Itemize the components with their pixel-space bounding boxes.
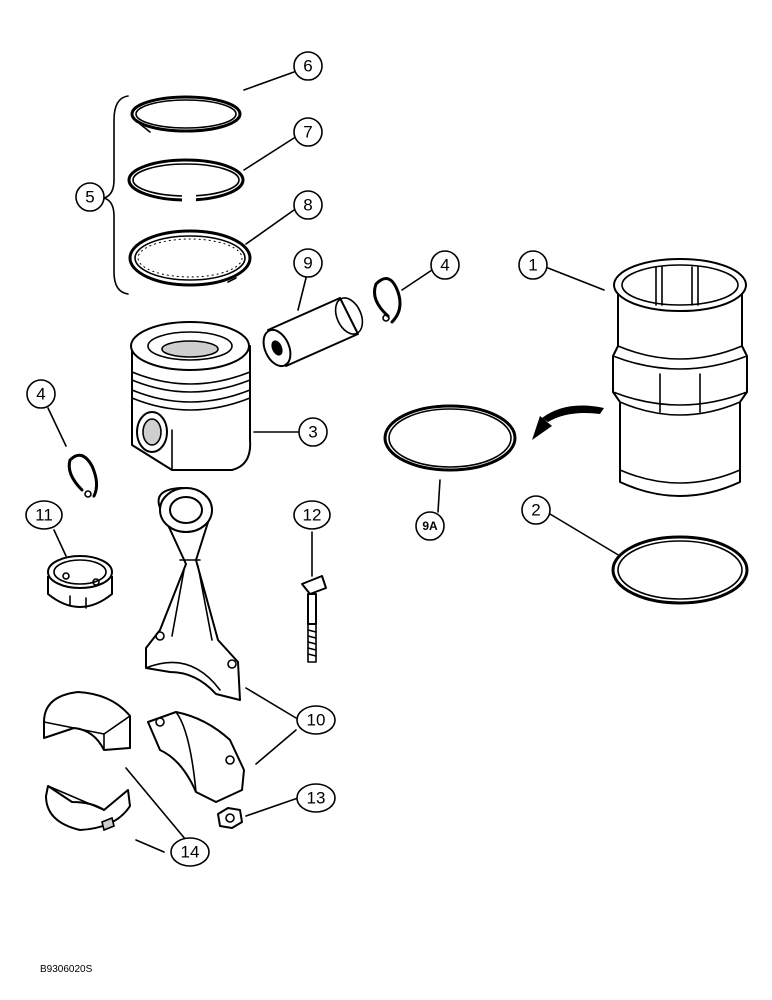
callout-7-label: 7	[303, 123, 312, 142]
callout-12: 12	[293, 500, 331, 530]
callout-14: 14	[170, 837, 210, 867]
bushing	[47, 555, 113, 609]
cylinder-liner	[612, 258, 748, 497]
snap-ring-lower	[67, 453, 99, 498]
piston	[130, 321, 252, 471]
leader-lines	[47, 71, 621, 853]
callout-9: 9	[293, 248, 323, 278]
snap-ring-upper	[373, 277, 402, 324]
callout-5: 5	[75, 182, 105, 212]
callout-4-lower-label: 4	[36, 385, 45, 404]
callout-3-label: 3	[308, 423, 317, 442]
callout-4-lower: 4	[26, 379, 56, 409]
callout-12-label: 12	[303, 506, 322, 525]
callout-4-upper: 4	[430, 250, 460, 280]
callout-5-label: 5	[85, 188, 94, 207]
callout-7: 7	[293, 117, 323, 147]
callout-3: 3	[298, 417, 328, 447]
bearing-shell-upper	[43, 691, 131, 751]
callout-6-label: 6	[303, 57, 312, 76]
connecting-rod	[145, 487, 241, 701]
callout-13: 13	[296, 783, 336, 813]
callout-14-label: 14	[181, 843, 200, 862]
curved-arrow	[532, 405, 604, 440]
o-ring-large	[383, 404, 517, 472]
callout-6: 6	[293, 51, 323, 81]
figure-code: B9306020S	[40, 964, 93, 975]
o-ring-small	[611, 535, 749, 605]
callout-9a-label: 9A	[422, 519, 438, 533]
rod-nut	[217, 807, 243, 829]
rod-cap	[147, 711, 245, 803]
callout-11: 11	[25, 500, 63, 530]
callout-8: 8	[293, 190, 323, 220]
ring-set-bracket	[103, 95, 129, 295]
callout-1-label: 1	[528, 256, 537, 275]
piston-pin	[262, 297, 364, 368]
piston-ring-oil	[128, 229, 252, 287]
callout-4-upper-label: 4	[440, 256, 449, 275]
callout-10: 10	[296, 705, 336, 735]
callout-2-label: 2	[531, 501, 540, 520]
callout-2: 2	[521, 495, 551, 525]
piston-ring-middle	[127, 158, 245, 203]
piston-ring-top	[130, 95, 242, 133]
callout-8-label: 8	[303, 196, 312, 215]
bearing-shell-lower	[45, 785, 131, 832]
callout-9-label: 9	[303, 254, 312, 273]
callout-9a: 9A	[415, 511, 445, 541]
callout-11-label: 11	[35, 506, 53, 525]
callout-10-label: 10	[307, 711, 326, 730]
rod-bolt	[301, 575, 327, 663]
callout-1: 1	[518, 250, 548, 280]
callout-13-label: 13	[307, 789, 326, 808]
